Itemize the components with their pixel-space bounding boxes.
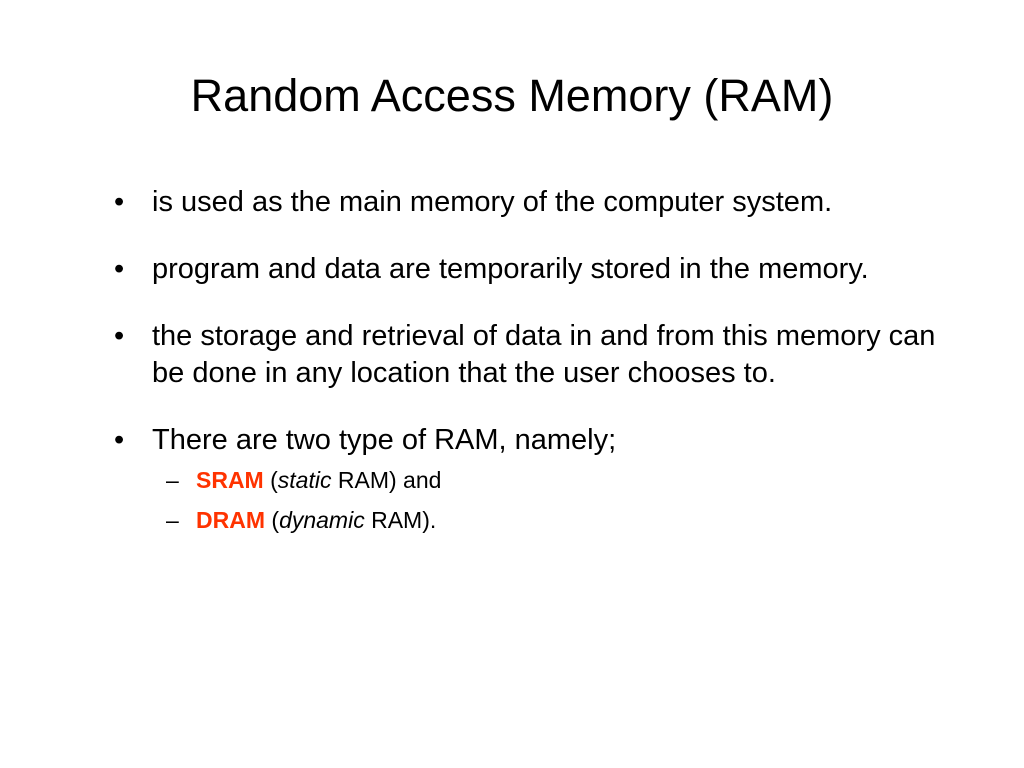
sub-item-dram: – DRAM (dynamic RAM). xyxy=(152,503,970,537)
bullet-dot-icon: • xyxy=(114,424,125,456)
dash-icon: – xyxy=(166,507,179,533)
bullet-item-random-access: • the storage and retrieval of data in a… xyxy=(110,318,970,392)
ram-type-list: – SRAM (static RAM) and – DRAM (dynamic … xyxy=(152,463,970,537)
bullet-dot-icon: • xyxy=(114,186,125,218)
dash-icon: – xyxy=(166,467,179,493)
sram-open-paren: ( xyxy=(263,467,278,493)
bullet-item-main-memory: • is used as the main memory of the comp… xyxy=(110,184,970,221)
sram-rest: RAM) and xyxy=(331,467,442,493)
dram-rest: RAM). xyxy=(364,507,437,533)
dram-italic: dynamic xyxy=(279,507,365,533)
bullet-text: There are two type of RAM, namely; xyxy=(152,424,617,456)
sub-item-sram: – SRAM (static RAM) and xyxy=(152,463,970,497)
slide-title: Random Access Memory (RAM) xyxy=(190,70,834,121)
bullet-item-ram-types: • There are two type of RAM, namely; – S… xyxy=(110,422,970,537)
bullet-item-temporary-storage: • program and data are temporarily store… xyxy=(110,251,970,288)
bullet-dot-icon: • xyxy=(114,253,125,285)
sram-term: SRAM xyxy=(196,467,264,493)
bullet-text: program and data are temporarily stored … xyxy=(152,253,869,285)
bullet-list: • is used as the main memory of the comp… xyxy=(110,184,970,543)
dram-open-paren: ( xyxy=(265,507,280,533)
bullet-text: is used as the main memory of the comput… xyxy=(152,186,833,218)
bullet-dot-icon: • xyxy=(114,320,125,352)
sram-italic: static xyxy=(277,467,332,493)
bullet-text: the storage and retrieval of data in and… xyxy=(152,320,936,389)
dram-term: DRAM xyxy=(196,507,265,533)
